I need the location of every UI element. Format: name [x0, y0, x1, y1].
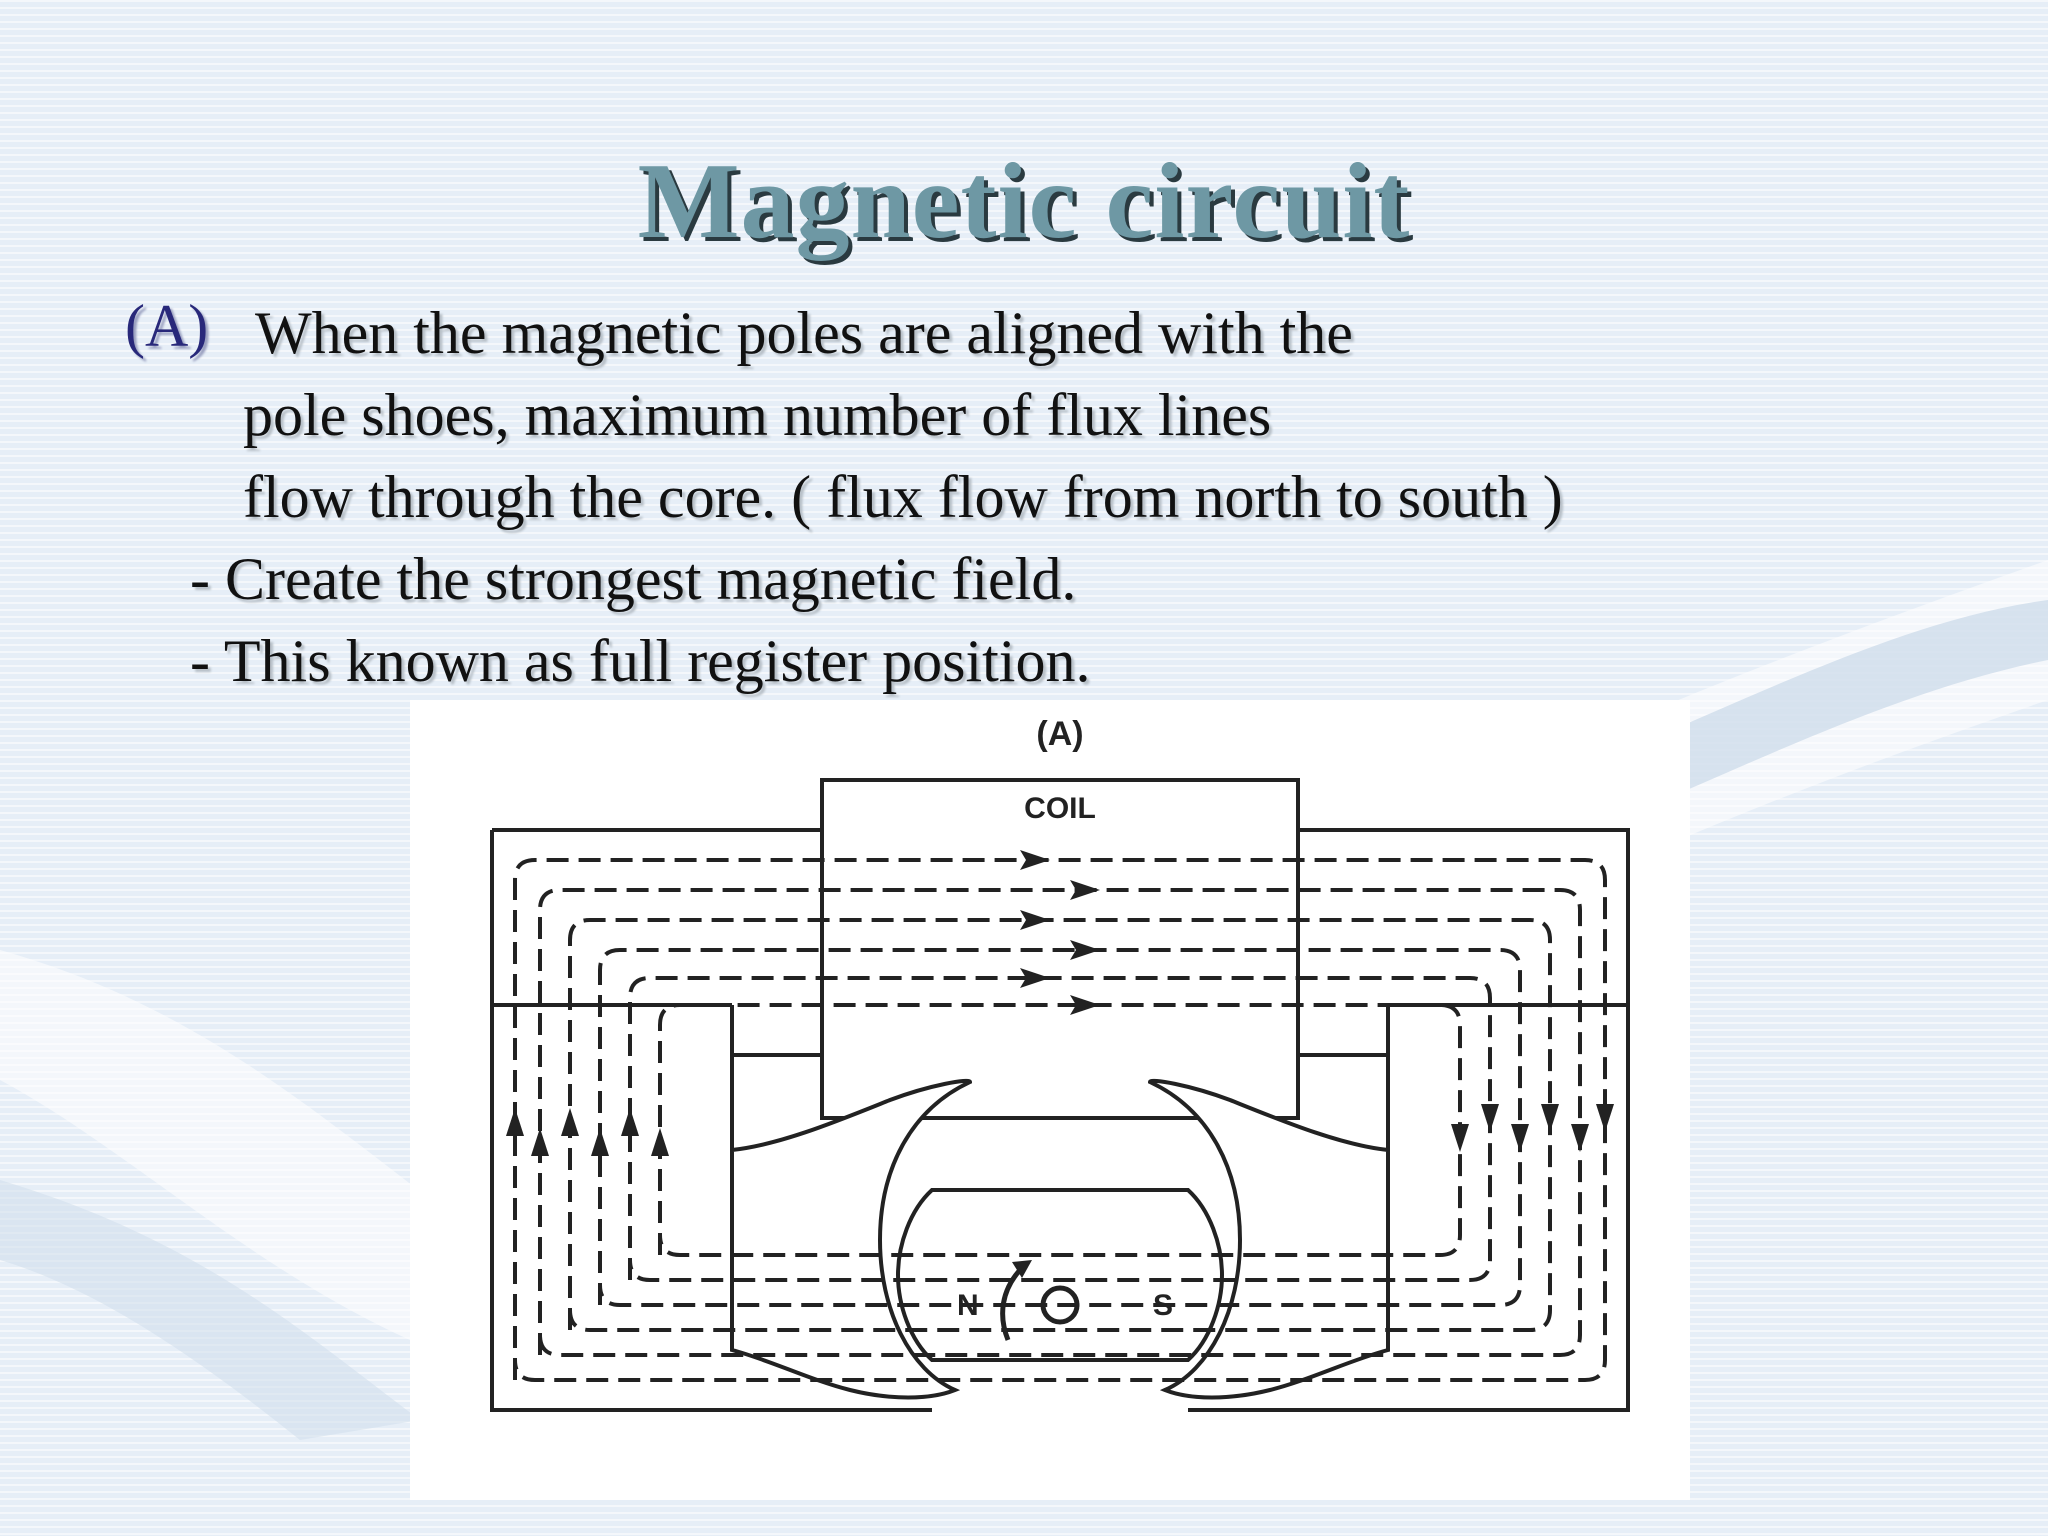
text-line-2: pole shoes, maximum number of flux lines: [243, 382, 1272, 448]
text-line-1: When the magnetic poles are aligned with…: [255, 300, 1353, 366]
flux-line: [598, 948, 1522, 1307]
flux-arrow-down: [1596, 1104, 1614, 1132]
flux-arrow-down: [1481, 1104, 1499, 1132]
flux-line: [513, 858, 1607, 1382]
figure-caption: (A): [1036, 715, 1083, 753]
flux-line: [538, 888, 1582, 1357]
flux-arrow-up: [591, 1128, 609, 1156]
flux-arrow-up: [621, 1108, 639, 1136]
right-pole-shoe: [1147, 1078, 1390, 1400]
slide-title: Magnetic circuit: [637, 142, 1411, 261]
flux-arrow-right: [1020, 910, 1050, 930]
flux-arrows: [506, 850, 1614, 1156]
flux-arrow-up: [561, 1108, 579, 1136]
flux-arrow-up: [531, 1128, 549, 1156]
flux-line: [658, 1003, 1462, 1257]
flux-arrow-up: [506, 1108, 524, 1136]
flux-arrow-right: [1070, 880, 1100, 900]
flux-line: [628, 976, 1492, 1282]
flux-arrow-down: [1541, 1104, 1559, 1132]
bullet-strongest-field: - Create the strongest magnetic field.: [190, 546, 1077, 612]
magnetic-circuit-figure: (A) COIL N S O: [410, 700, 1690, 1500]
flux-line: [568, 918, 1552, 1332]
flux-arrow-down: [1451, 1124, 1469, 1152]
flux-lines: [513, 858, 1607, 1382]
flux-arrow-down: [1511, 1124, 1529, 1152]
rotor-magnet: [895, 1188, 1225, 1362]
flux-arrow-right: [1070, 940, 1100, 960]
flux-arrow-down: [1571, 1124, 1589, 1152]
flux-arrow-right: [1020, 968, 1050, 988]
coil-label: COIL: [1024, 792, 1096, 825]
flux-arrow-right: [1070, 995, 1100, 1015]
left-pole-shoe: [730, 1078, 973, 1400]
flux-arrow-up: [651, 1128, 669, 1156]
magnetic-circuit-diagram: (A) COIL N S O: [490, 715, 1630, 1412]
item-label: (A): [125, 293, 209, 359]
bullet-full-register: - This known as full register position.: [190, 628, 1091, 694]
flux-arrow-right: [1020, 850, 1050, 870]
text-line-3: flow through the core. ( flux flow from …: [243, 464, 1563, 530]
